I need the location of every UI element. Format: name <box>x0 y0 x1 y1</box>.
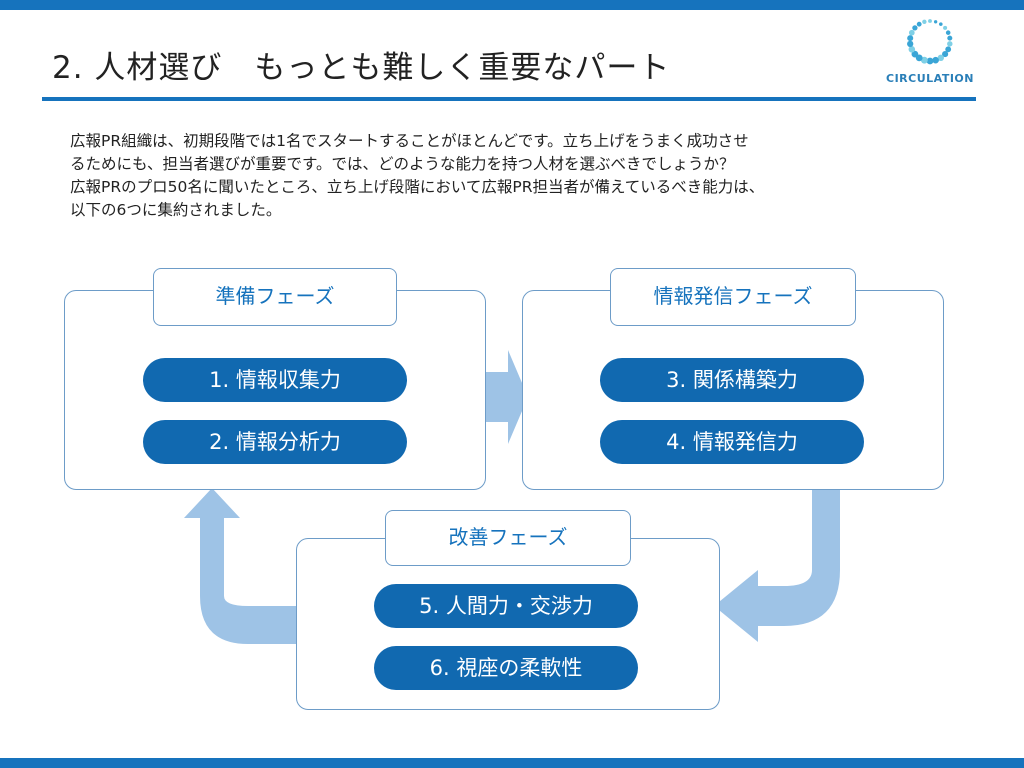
intro-line: るためにも、担当者選びが重要です。では、どのような能力を持つ人材を選ぶべきでしょ… <box>70 155 735 173</box>
ability-pill: 2. 情報分析力 <box>143 420 407 464</box>
logo-dot <box>947 35 953 41</box>
ability-pill: 5. 人間力・交渉力 <box>374 584 638 628</box>
bottom-accent-bar <box>0 758 1024 768</box>
logo-dot <box>908 29 915 36</box>
logo-dot <box>932 56 939 64</box>
logo-dot <box>907 40 914 47</box>
dotted-circle-logo-icon <box>907 19 953 65</box>
logo-dot <box>943 25 948 30</box>
logo-dot <box>916 21 922 27</box>
arrow-right <box>486 350 528 444</box>
intro-line: 広報PRのプロ50名に聞いたところ、立ち上げ段階において広報PR担当者が備えてい… <box>70 178 765 196</box>
logo-dot <box>945 46 952 53</box>
ability-pill: 6. 視座の柔軟性 <box>374 646 638 690</box>
arrow-down-left <box>714 488 840 642</box>
intro-line: 以下の6つに集約されました。 <box>70 201 282 219</box>
logo-dot <box>922 19 927 24</box>
ability-pill: 3. 関係構築力 <box>600 358 864 402</box>
phase-label-improvement: 改善フェーズ <box>385 510 631 566</box>
logo-dot <box>945 30 951 35</box>
logo-dot <box>942 51 949 58</box>
intro-line: 広報PR組織は、初期段階では1名でスタートすることがほとんどです。立ち上げをうま… <box>70 132 749 150</box>
top-accent-bar <box>0 0 1024 10</box>
logo-text: CIRCULATION <box>886 72 974 85</box>
intro-paragraph: 広報PR組織は、初期段階では1名でスタートすることがほとんどです。立ち上げをうま… <box>70 130 970 222</box>
logo-dot <box>939 22 943 26</box>
phase-label-preparation: 準備フェーズ <box>153 268 397 326</box>
logo-dot <box>920 56 928 64</box>
logo-dot <box>928 19 932 23</box>
ability-pill: 4. 情報発信力 <box>600 420 864 464</box>
arrow-up-left <box>184 488 300 644</box>
logo-dot <box>926 57 934 65</box>
title-underline <box>42 97 976 101</box>
logo-dot <box>911 50 919 58</box>
logo-dot <box>907 35 914 42</box>
page-title: 2. 人材選び もっとも難しく重要なパート <box>52 50 671 86</box>
phase-label-dissemination: 情報発信フェーズ <box>610 268 856 326</box>
ability-pill: 1. 情報収集力 <box>143 358 407 402</box>
logo: CIRCULATION <box>880 14 980 88</box>
logo-dot <box>912 25 918 31</box>
logo-dot <box>947 41 953 47</box>
logo-dot <box>908 46 916 53</box>
logo-dot <box>933 20 938 24</box>
logo-dot <box>937 54 945 62</box>
